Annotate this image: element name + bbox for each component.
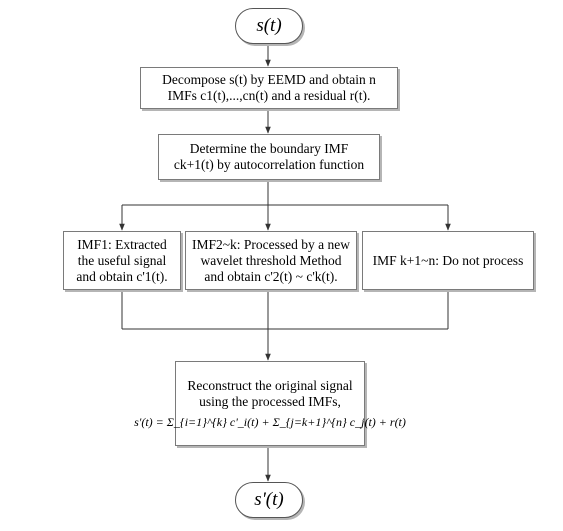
decompose-line1: Decompose s(t) by EEMD and obtain n <box>162 72 376 87</box>
imf2k-line1: IMF2~k: Processed by a new <box>191 236 351 252</box>
boundary-line1: Determine the boundary IMF <box>189 141 349 156</box>
end-terminal: s'(t) <box>235 482 303 518</box>
boundary-box: Determine the boundary IMF ck+1(t) by au… <box>158 134 380 180</box>
reconstruct-formula: s'(t) = Σ_{i=1}^{k} c'_i(t) + Σ_{j=k+1}^… <box>134 414 406 429</box>
imfkn-line1: IMF k+1~n: Do not process <box>372 252 524 268</box>
start-label: s(t) <box>256 15 282 36</box>
end-label: s'(t) <box>254 489 284 510</box>
reconstruct-line2: using the processed IMFs, <box>199 393 341 409</box>
imf1-box: IMF1: Extracted the useful signal and ob… <box>63 231 181 290</box>
imfkn-box: IMF k+1~n: Do not process <box>362 231 534 290</box>
boundary-line2: ck+1(t) by autocorrelation function <box>173 157 365 172</box>
imf2k-box: IMF2~k: Processed by a new wavelet thres… <box>185 231 357 290</box>
reconstruct-box: Reconstruct the original signal using th… <box>134 361 406 446</box>
imf1-line3: and obtain c'1(t). <box>76 268 168 284</box>
decompose-line2: IMFs c1(t),...,cn(t) and a residual r(t)… <box>167 88 371 103</box>
start-terminal: s(t) <box>235 8 303 44</box>
imf1-line1: IMF1: Extracted <box>77 236 167 252</box>
imf2k-line2: wavelet threshold Method <box>200 252 342 268</box>
imf2k-line3: and obtain c'2(t) ~ c'k(t). <box>204 268 338 284</box>
decompose-box: Decompose s(t) by EEMD and obtain n IMFs… <box>140 67 398 109</box>
imf1-line2: the useful signal <box>77 252 167 268</box>
reconstruct-line1: Reconstruct the original signal <box>187 377 353 393</box>
